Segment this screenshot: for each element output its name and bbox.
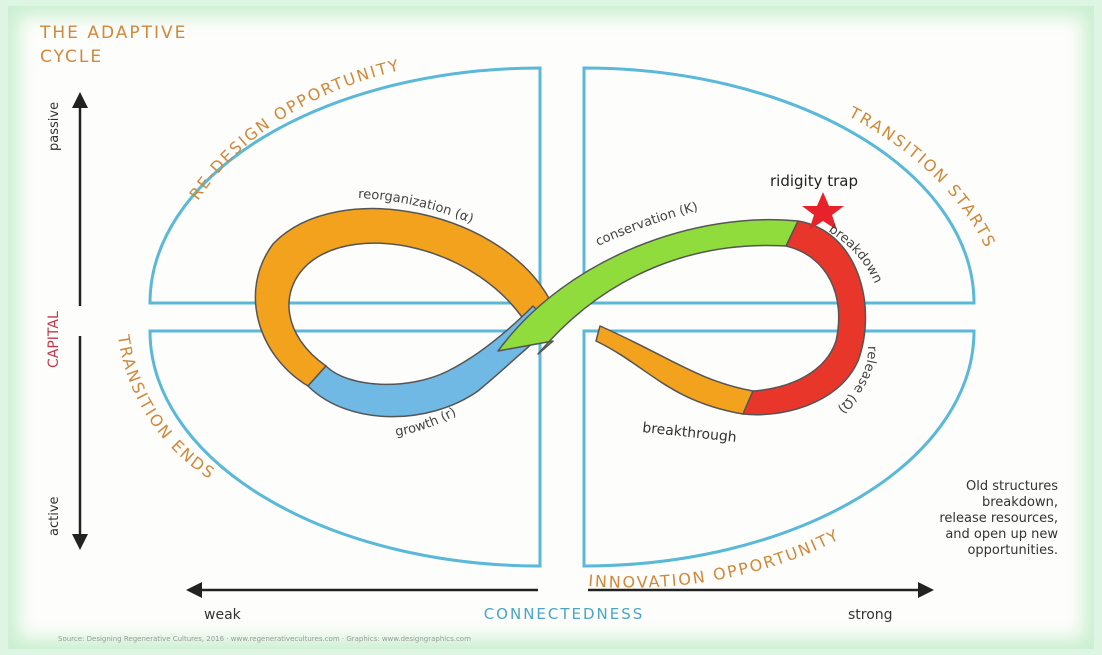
source-credit: Source: Designing Regenerative Cultures,… bbox=[58, 635, 471, 643]
axis-right-label: strong bbox=[848, 607, 893, 623]
axis-bottom-label: active bbox=[47, 496, 62, 536]
adaptive-cycle-ribbon bbox=[254, 207, 867, 418]
release-band bbox=[742, 220, 867, 416]
quadrant-label-bottom-left: TRANSITION ENDS bbox=[114, 333, 217, 484]
adaptive-cycle-diagram: ridigity trap THE ADAPTIVE CYCLE RE-DESI… bbox=[8, 6, 1094, 649]
arrow-right-icon bbox=[918, 582, 934, 598]
note-line: Old structures bbox=[966, 479, 1058, 494]
axis-y-label: CAPITAL bbox=[46, 311, 62, 368]
svg-text:INNOVATION OPPORTUNITY: INNOVATION OPPORTUNITY bbox=[588, 525, 843, 592]
svg-text:RE-DESIGN OPPORTUNITY: RE-DESIGN OPPORTUNITY bbox=[185, 55, 402, 203]
reorganization-band bbox=[254, 207, 554, 387]
svg-text:TRANSITION ENDS: TRANSITION ENDS bbox=[114, 333, 219, 484]
frame-bottom-right bbox=[582, 329, 976, 568]
connectedness-axis: weak CONNECTEDNESS strong bbox=[186, 582, 934, 623]
axis-x-label: CONNECTEDNESS bbox=[484, 605, 645, 623]
axis-top-label: passive bbox=[47, 102, 62, 151]
capital-axis: passive CAPITAL active bbox=[46, 92, 88, 550]
note-line: breakdown, bbox=[981, 495, 1058, 510]
conservation-band bbox=[497, 218, 799, 355]
quadrant-label-bottom-right: INNOVATION OPPORTUNITY bbox=[588, 525, 841, 592]
quadrant-label-top-left: RE-DESIGN OPPORTUNITY bbox=[185, 55, 400, 203]
diagram-svg: ridigity trap THE ADAPTIVE CYCLE RE-DESI… bbox=[39, 23, 1000, 643]
release-note: Old structures breakdown, release resour… bbox=[838, 479, 1058, 559]
arrow-left-icon bbox=[186, 582, 202, 598]
frame-top-left bbox=[148, 66, 542, 305]
quadrant-frames bbox=[148, 66, 976, 568]
frame-top-right bbox=[582, 66, 976, 305]
arrow-down-icon bbox=[72, 534, 88, 550]
frame-bottom-left bbox=[148, 329, 542, 568]
note-line: opportunities. bbox=[967, 543, 1058, 558]
rigidity-trap-label: ridigity trap bbox=[770, 172, 858, 190]
quadrant-label-top-right: TRANSITION STARTS bbox=[845, 102, 998, 251]
note-line: release resources, bbox=[939, 511, 1058, 526]
phase-label-breakthrough: breakthrough bbox=[642, 420, 738, 446]
note-line: and open up new bbox=[945, 527, 1058, 542]
diagram-title-line2: CYCLE bbox=[40, 47, 103, 67]
rigidity-trap-star-icon bbox=[802, 192, 844, 230]
axis-left-label: weak bbox=[204, 607, 242, 623]
svg-text:TRANSITION STARTS: TRANSITION STARTS bbox=[845, 102, 1000, 251]
diagram-title-line1: THE ADAPTIVE bbox=[39, 23, 187, 43]
arrow-up-icon bbox=[72, 92, 88, 108]
growth-band bbox=[307, 305, 554, 418]
breakthrough-band bbox=[595, 325, 754, 415]
